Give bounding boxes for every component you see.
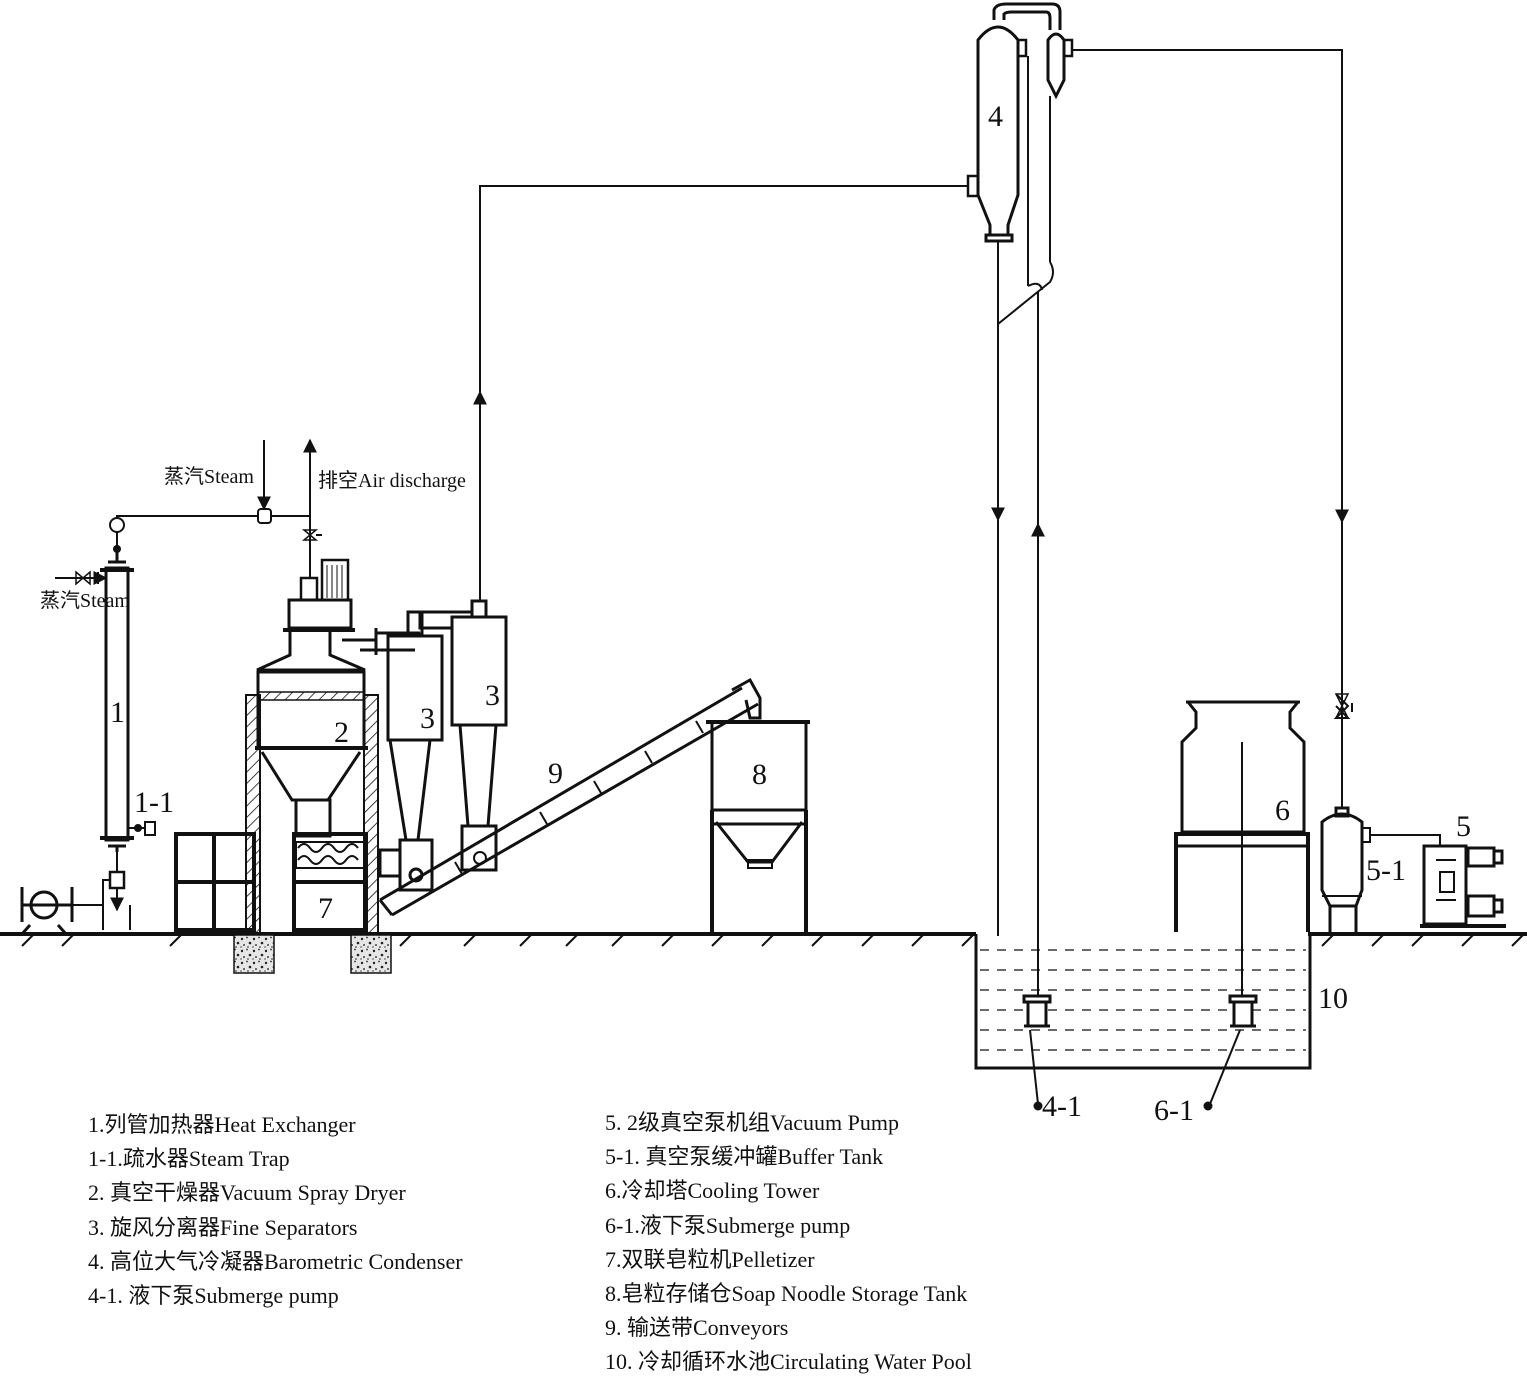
conveyor [378,677,762,917]
pelletizer [174,832,368,932]
note-steam-side: 蒸汽Steam [40,589,130,612]
legend-item-5-1: 5-1. 真空泵缓冲罐Buffer Tank [605,1144,884,1170]
tag-heat-exchanger: 1 [110,696,125,729]
tag-conveyor: 9 [548,757,563,790]
legend-left: 1.列管加热器Heat Exchanger 1-1.疏水器Steam Trap … [88,1108,463,1313]
ground-line [0,932,1527,947]
tag-pump-6-1: 6-1 [1154,1094,1194,1127]
tag-steam-trap: 1-1 [134,786,174,819]
tag-condenser: 4 [988,100,1003,133]
legend-item-4: 4. 高位大气冷凝器Barometric Condenser [88,1248,463,1274]
legend-item-4-1: 4-1. 液下泵Submerge pump [88,1283,339,1309]
legend-item-6: 6.冷却塔Cooling Tower [605,1178,820,1204]
legend-item-1: 1.列管加热器Heat Exchanger [88,1112,356,1137]
vacuum-pump-unit [1420,844,1506,928]
feed-pump [20,887,74,935]
note-steam-top: 蒸汽Steam [164,465,254,488]
submerge-pump-4-1 [1022,994,1052,1111]
tag-pelletizer: 7 [318,892,333,925]
cooling-tower [1174,700,1310,996]
tag-cooling-tower: 6 [1275,794,1290,827]
dryer-support-frame [245,691,379,934]
foundation-left [233,934,275,974]
note-air-discharge: 排空Air discharge [318,469,466,492]
foundation-right [350,934,392,974]
legend-item-5: 5. 2级真空泵机组Vacuum Pump [605,1110,899,1135]
steam-trap [128,821,156,836]
legend-item-7: 7.双联皂粒机Pelletizer [605,1246,815,1272]
legend-right: 5. 2级真空泵机组Vacuum Pump 5-1. 真空泵缓冲罐Buffer … [605,1106,972,1380]
tag-storage-tank: 8 [752,758,767,791]
submerge-pump-6-1 [1203,994,1258,1111]
barometric-condenser [966,2,1074,996]
legend-item-9: 9. 输送带Conveyors [605,1315,789,1341]
legend-item-3: 3. 旋风分离器Fine Separators [88,1214,358,1240]
tag-separator-b: 3 [485,679,500,712]
tag-vacuum-pump: 5 [1456,810,1471,843]
tag-dryer: 2 [334,716,349,749]
fine-separator-a [378,610,444,892]
vacuum-line-to-pump [1072,49,1353,808]
steam-inlet-side [55,570,108,586]
tag-separator-a: 3 [420,702,435,735]
legend-item-6-1: 6-1.液下泵Submerge pump [605,1212,851,1238]
soap-noodle-storage-tank [706,720,810,932]
tag-pool: 10 [1318,982,1348,1015]
fine-separator-b [418,599,508,872]
vacuum-line-to-condenser [473,185,968,601]
feed-pipe [72,850,131,930]
heat-exchanger [100,517,134,852]
buffer-tank [1320,806,1441,932]
legend-item-1-1: 1-1.疏水器Steam Trap [88,1146,290,1172]
steam-line [116,438,322,578]
tag-buffer-tank: 5-1 [1366,854,1406,887]
legend-item-10: 10. 冷却循环水池Circulating Water Pool [605,1349,972,1375]
tag-pump-4-1: 4-1 [1042,1090,1082,1123]
legend-item-8: 8.皂粒存储仓Soap Noodle Storage Tank [605,1281,968,1307]
legend-item-2: 2. 真空干燥器Vacuum Spray Dryer [88,1180,406,1206]
